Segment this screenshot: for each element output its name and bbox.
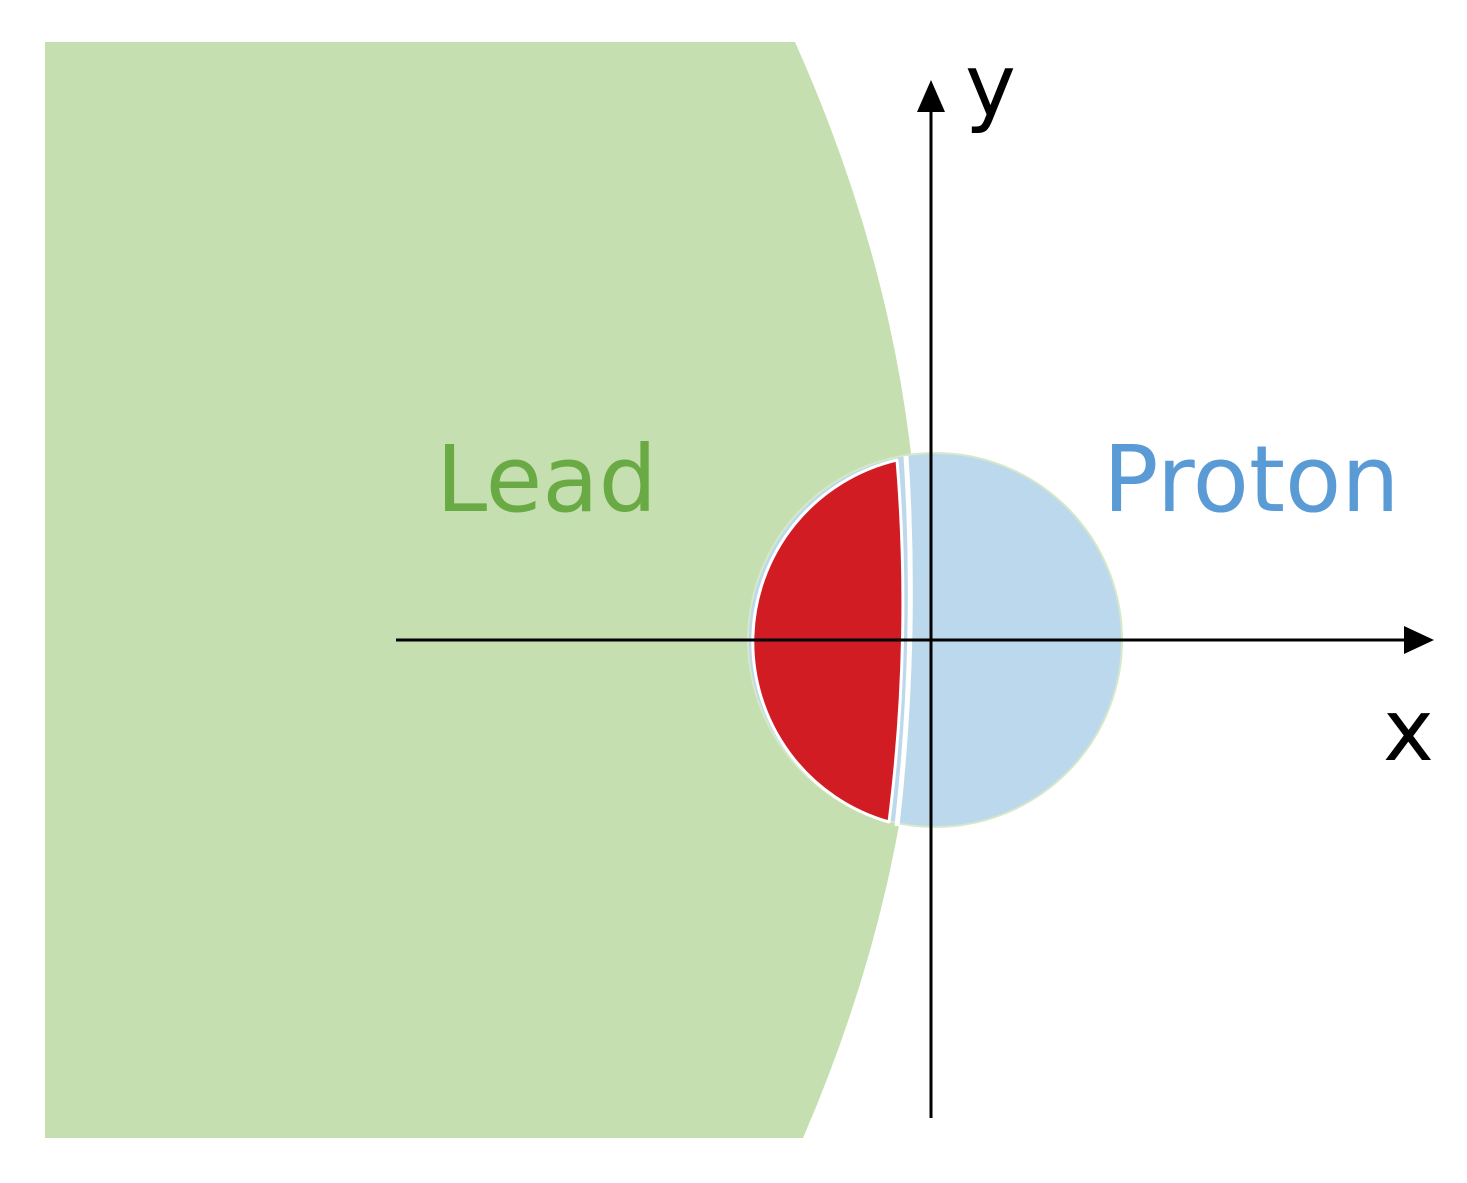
y-axis-label: y (965, 36, 1016, 136)
proton-label: Proton (1103, 426, 1400, 533)
x-axis-arrow-icon (1404, 626, 1434, 654)
y-axis-arrow-icon (917, 80, 945, 112)
x-axis-label: x (1383, 681, 1434, 781)
lead-label: Lead (436, 426, 657, 533)
lead-nucleus (45, 42, 920, 1138)
